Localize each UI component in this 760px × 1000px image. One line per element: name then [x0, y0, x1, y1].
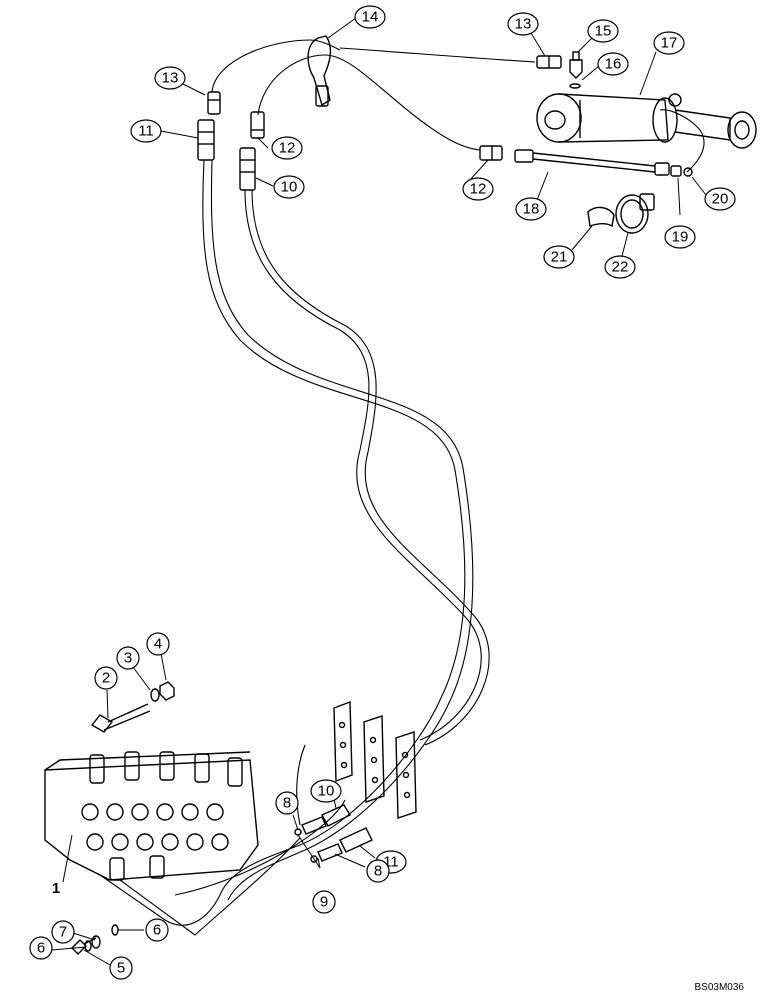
svg-text:8: 8: [374, 863, 382, 880]
bolt-2: [90, 703, 151, 733]
callout-8b: 8: [366, 859, 390, 883]
svg-text:6: 6: [37, 940, 45, 957]
callout-2: 2: [94, 666, 118, 690]
callout-5: 5: [109, 956, 133, 980]
callout-15: 15: [587, 19, 619, 43]
callout-6b: 6: [145, 918, 169, 942]
callout-10b: 10: [310, 779, 342, 803]
callout-13b: 13: [507, 12, 539, 36]
fitting-11-left: [197, 119, 215, 161]
fitting-10-lower: [321, 804, 351, 827]
nut-4: [159, 681, 175, 701]
hose-clamp-14: [307, 35, 332, 107]
fitting-10-left: [239, 147, 256, 191]
control-valve-1: [44, 751, 259, 881]
washer-7: [91, 935, 101, 949]
callout-19: 19: [664, 225, 696, 249]
callout-4: 4: [146, 632, 170, 656]
hose-lower-b: [174, 744, 346, 896]
callout-3: 3: [116, 646, 140, 670]
svg-text:12: 12: [279, 140, 296, 157]
callout-20: 20: [704, 187, 736, 211]
fitting-13-right: [536, 55, 562, 69]
svg-text:15: 15: [595, 23, 612, 40]
callout-17: 17: [653, 31, 685, 55]
callout-10a: 10: [273, 175, 305, 199]
callout-8a: 8: [275, 791, 299, 815]
hose-lower-to-valve: [119, 837, 301, 936]
svg-text:5: 5: [117, 960, 125, 977]
callout-6a: 6: [29, 936, 53, 960]
reference-code: BS03M036: [695, 982, 745, 993]
callout-7: 7: [51, 920, 75, 944]
svg-text:7: 7: [59, 924, 67, 941]
svg-text:12: 12: [470, 181, 487, 198]
elbow-fitting-15: [569, 51, 583, 79]
fitting-19: [670, 165, 682, 177]
svg-text:6: 6: [153, 922, 161, 939]
svg-text:19: 19: [672, 229, 689, 246]
svg-text:14: 14: [362, 9, 379, 26]
fitting-12-left: [250, 111, 265, 139]
fitting-13-left: [207, 91, 221, 115]
washer-3: [150, 688, 160, 702]
callout-12a: 12: [271, 136, 303, 160]
svg-text:3: 3: [124, 650, 132, 667]
hose-right-a: [244, 189, 482, 741]
hose-lines: [99, 39, 705, 936]
callout-1: 1: [52, 880, 60, 897]
svg-text:11: 11: [138, 123, 154, 140]
hose-cylinder-return: [659, 109, 705, 173]
callout-18: 18: [515, 197, 547, 221]
svg-text:13: 13: [515, 16, 532, 33]
svg-text:9: 9: [320, 894, 328, 911]
svg-text:10: 10: [318, 783, 335, 800]
callout-13a: 13: [154, 66, 186, 90]
svg-text:13: 13: [162, 70, 179, 87]
svg-text:18: 18: [523, 201, 540, 218]
svg-text:2: 2: [102, 670, 110, 687]
hose-top-left: [211, 39, 341, 93]
svg-text:16: 16: [605, 56, 622, 73]
clamp-half-21: [587, 206, 615, 228]
callout-14: 14: [354, 5, 386, 29]
callout-11a: 11: [130, 119, 162, 143]
callout-9: 9: [312, 890, 336, 914]
steel-tube-18: [514, 149, 670, 176]
leader-lines: [51, 17, 707, 966]
fitting-8-lower: [310, 843, 343, 863]
callout-22: 22: [604, 255, 636, 279]
band-clamp-22: [615, 193, 655, 234]
hydraulic-cylinder-17: [536, 93, 757, 149]
callout-12b: 12: [462, 177, 494, 201]
svg-text:17: 17: [661, 35, 678, 52]
o-ring-16: [569, 83, 581, 89]
fitting-12-right: [479, 145, 503, 161]
svg-text:21: 21: [551, 249, 568, 266]
svg-text:10: 10: [281, 179, 298, 196]
svg-text:8: 8: [283, 795, 291, 812]
callout-16: 16: [597, 52, 629, 76]
tube-clamp-blocks: [333, 701, 417, 819]
o-ring-20: [683, 167, 693, 177]
hose-left-inner: [210, 159, 474, 901]
hose-top-right: [339, 47, 536, 63]
hose-top-middle: [257, 54, 481, 151]
svg-text:20: 20: [712, 191, 729, 208]
hose-right-b: [251, 189, 490, 746]
svg-text:22: 22: [612, 259, 629, 276]
fitting-11-lower: [339, 827, 373, 853]
svg-text:4: 4: [154, 636, 162, 653]
callout-21: 21: [543, 245, 575, 269]
